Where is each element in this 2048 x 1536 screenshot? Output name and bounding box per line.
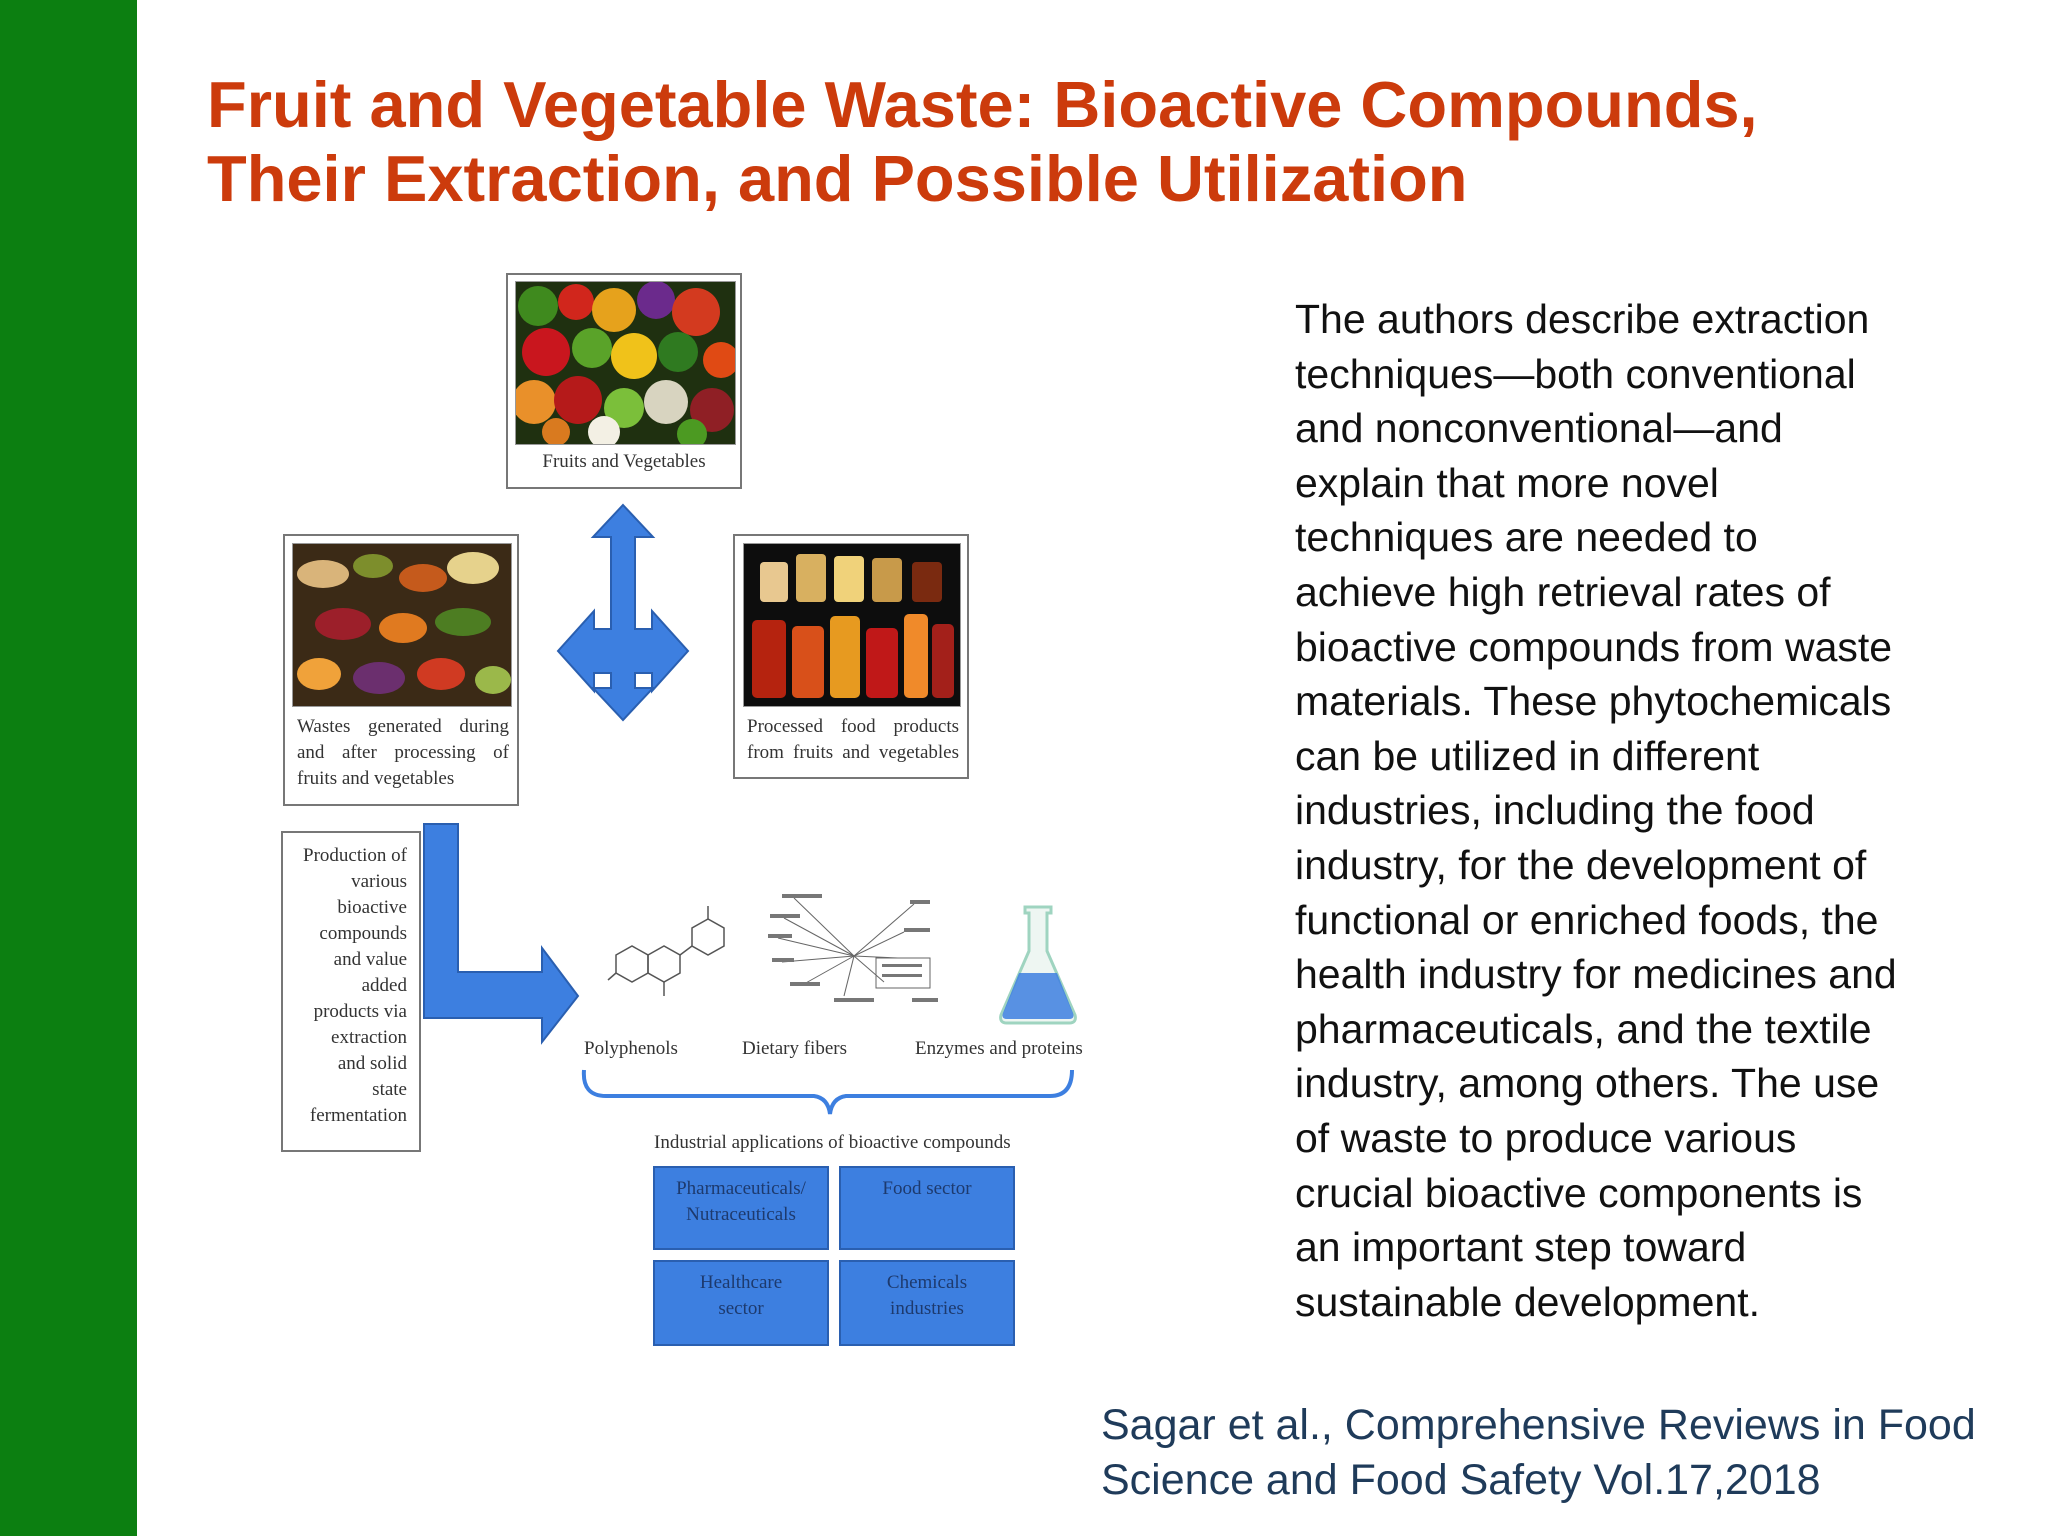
grouping-brace: [581, 1069, 1074, 1115]
production-line: Production of: [303, 845, 407, 866]
body-line: functional or enriched foods, the: [1295, 896, 1879, 943]
body-line: can be utilized in different: [1295, 732, 1760, 779]
body-line: industry, for the development of: [1295, 841, 1867, 888]
healthcare-line: Healthcare: [699, 1272, 783, 1293]
body-line: pharmaceuticals, and the textile: [1295, 1005, 1872, 1052]
body-line: and nonconventional—and: [1295, 405, 1783, 452]
waste-illustration: [293, 544, 511, 706]
production-line: bioactive: [337, 897, 407, 918]
body-line: of waste to produce various: [1295, 1114, 1797, 1161]
produce-illustration: [516, 282, 735, 444]
healthcare-line: sector: [718, 1298, 764, 1319]
production-line: added: [361, 975, 407, 996]
body-line: materials. These phytochemicals: [1295, 678, 1892, 725]
waste-caption-line: fruits and vegetables: [297, 768, 455, 789]
body-line: crucial bioactive components is: [1295, 1169, 1863, 1216]
production-line: fermentation: [309, 1105, 407, 1126]
green-sidebar: [0, 0, 137, 1536]
l-shaped-arrow: [423, 823, 580, 1045]
production-line: various: [351, 871, 407, 892]
waste-caption-line: Wastes generated during: [297, 716, 509, 737]
title-line: Fruit and Vegetable Waste: Bioactive Com…: [207, 68, 1758, 141]
body-line: techniques are needed to: [1295, 514, 1758, 561]
body-line: bioactive compounds from waste: [1295, 623, 1893, 670]
waste-box: Wastes generated during and after proces…: [283, 534, 519, 806]
citation-line: Sagar et al., Comprehensive Reviews in F…: [1101, 1401, 1976, 1449]
body-line: industries, including the food: [1295, 787, 1815, 834]
pharmaceuticals-line: Nutraceuticals: [686, 1204, 796, 1225]
healthcare-sector-box: Healthcare sector: [653, 1260, 829, 1346]
production-line: compounds: [319, 923, 407, 944]
polyphenol-structure-icon: [607, 906, 725, 996]
production-line: state: [372, 1079, 407, 1100]
jars-illustration: [744, 544, 960, 706]
title-line: Their Extraction, and Possible Utilizati…: [207, 142, 1468, 215]
production-line: and solid: [337, 1053, 407, 1074]
body-line: The authors describe extraction: [1295, 296, 1870, 342]
enzymes-proteins-label: Enzymes and proteins: [915, 1038, 1083, 1059]
production-line: extraction: [331, 1027, 407, 1048]
waste-caption-line: and after processing of: [297, 742, 509, 763]
slide-title: Fruit and Vegetable Waste: Bioactive Com…: [207, 68, 1967, 216]
pharmaceuticals-box: Pharmaceuticals/ Nutraceuticals: [653, 1166, 829, 1250]
chemicals-line: Chemicals: [886, 1272, 968, 1293]
citation-line: Science and Food Safety Vol.17,2018: [1101, 1456, 1821, 1504]
flask-icon: [999, 905, 1077, 1025]
citation: Sagar et al., Comprehensive Reviews in F…: [1101, 1398, 2041, 1508]
processed-caption-line: from fruits and vegetables: [747, 742, 959, 763]
production-box: Production of various bioactive compound…: [281, 831, 421, 1152]
body-paragraph: The authors describe extraction techniqu…: [1295, 292, 2015, 1329]
fruits-vegetables-caption: Fruits and Vegetables: [542, 451, 706, 472]
dietary-fibers-label: Dietary fibers: [742, 1038, 847, 1059]
body-line: industry, among others. The use: [1295, 1060, 1880, 1107]
body-line: an important step toward: [1295, 1224, 1747, 1271]
body-line: explain that more novel: [1295, 459, 1719, 506]
waste-photo: [292, 543, 512, 707]
production-line: and value: [333, 949, 407, 970]
body-line: sustainable development.: [1295, 1278, 1760, 1325]
pharmaceuticals-line: Pharmaceuticals/: [676, 1178, 806, 1199]
processed-products-box: Processed food products from fruits and …: [733, 534, 969, 779]
industrial-applications-title: Industrial applications of bioactive com…: [654, 1132, 1011, 1153]
production-caption: Production of various bioactive compound…: [303, 843, 407, 1129]
polyphenols-label: Polyphenols: [584, 1038, 678, 1059]
waste-caption: Wastes generated during and after proces…: [297, 714, 509, 792]
production-line: products via: [313, 1001, 407, 1022]
waste-utilization-figure: Fruits and Vegetables Wastes generated d…: [218, 260, 1114, 1380]
fruits-vegetables-photo: [515, 281, 736, 445]
processed-caption-line: Processed food products: [747, 716, 959, 737]
body-line: health industry for medicines and: [1295, 951, 1897, 998]
bidirectional-arrow: [556, 503, 690, 722]
body-line: techniques—both conventional: [1295, 350, 1856, 397]
dietary-fibers-diagram-icon: [768, 894, 938, 1002]
food-sector-box: Food sector: [839, 1166, 1015, 1250]
processed-caption: Processed food products from fruits and …: [747, 714, 959, 766]
chemicals-line: industries: [890, 1298, 964, 1319]
processed-products-photo: [743, 543, 961, 707]
food-sector-line: Food sector: [882, 1178, 972, 1199]
body-line: achieve high retrieval rates of: [1295, 568, 1831, 615]
chemicals-industries-box: Chemicals industries: [839, 1260, 1015, 1346]
fruits-vegetables-box: Fruits and Vegetables: [506, 273, 742, 489]
